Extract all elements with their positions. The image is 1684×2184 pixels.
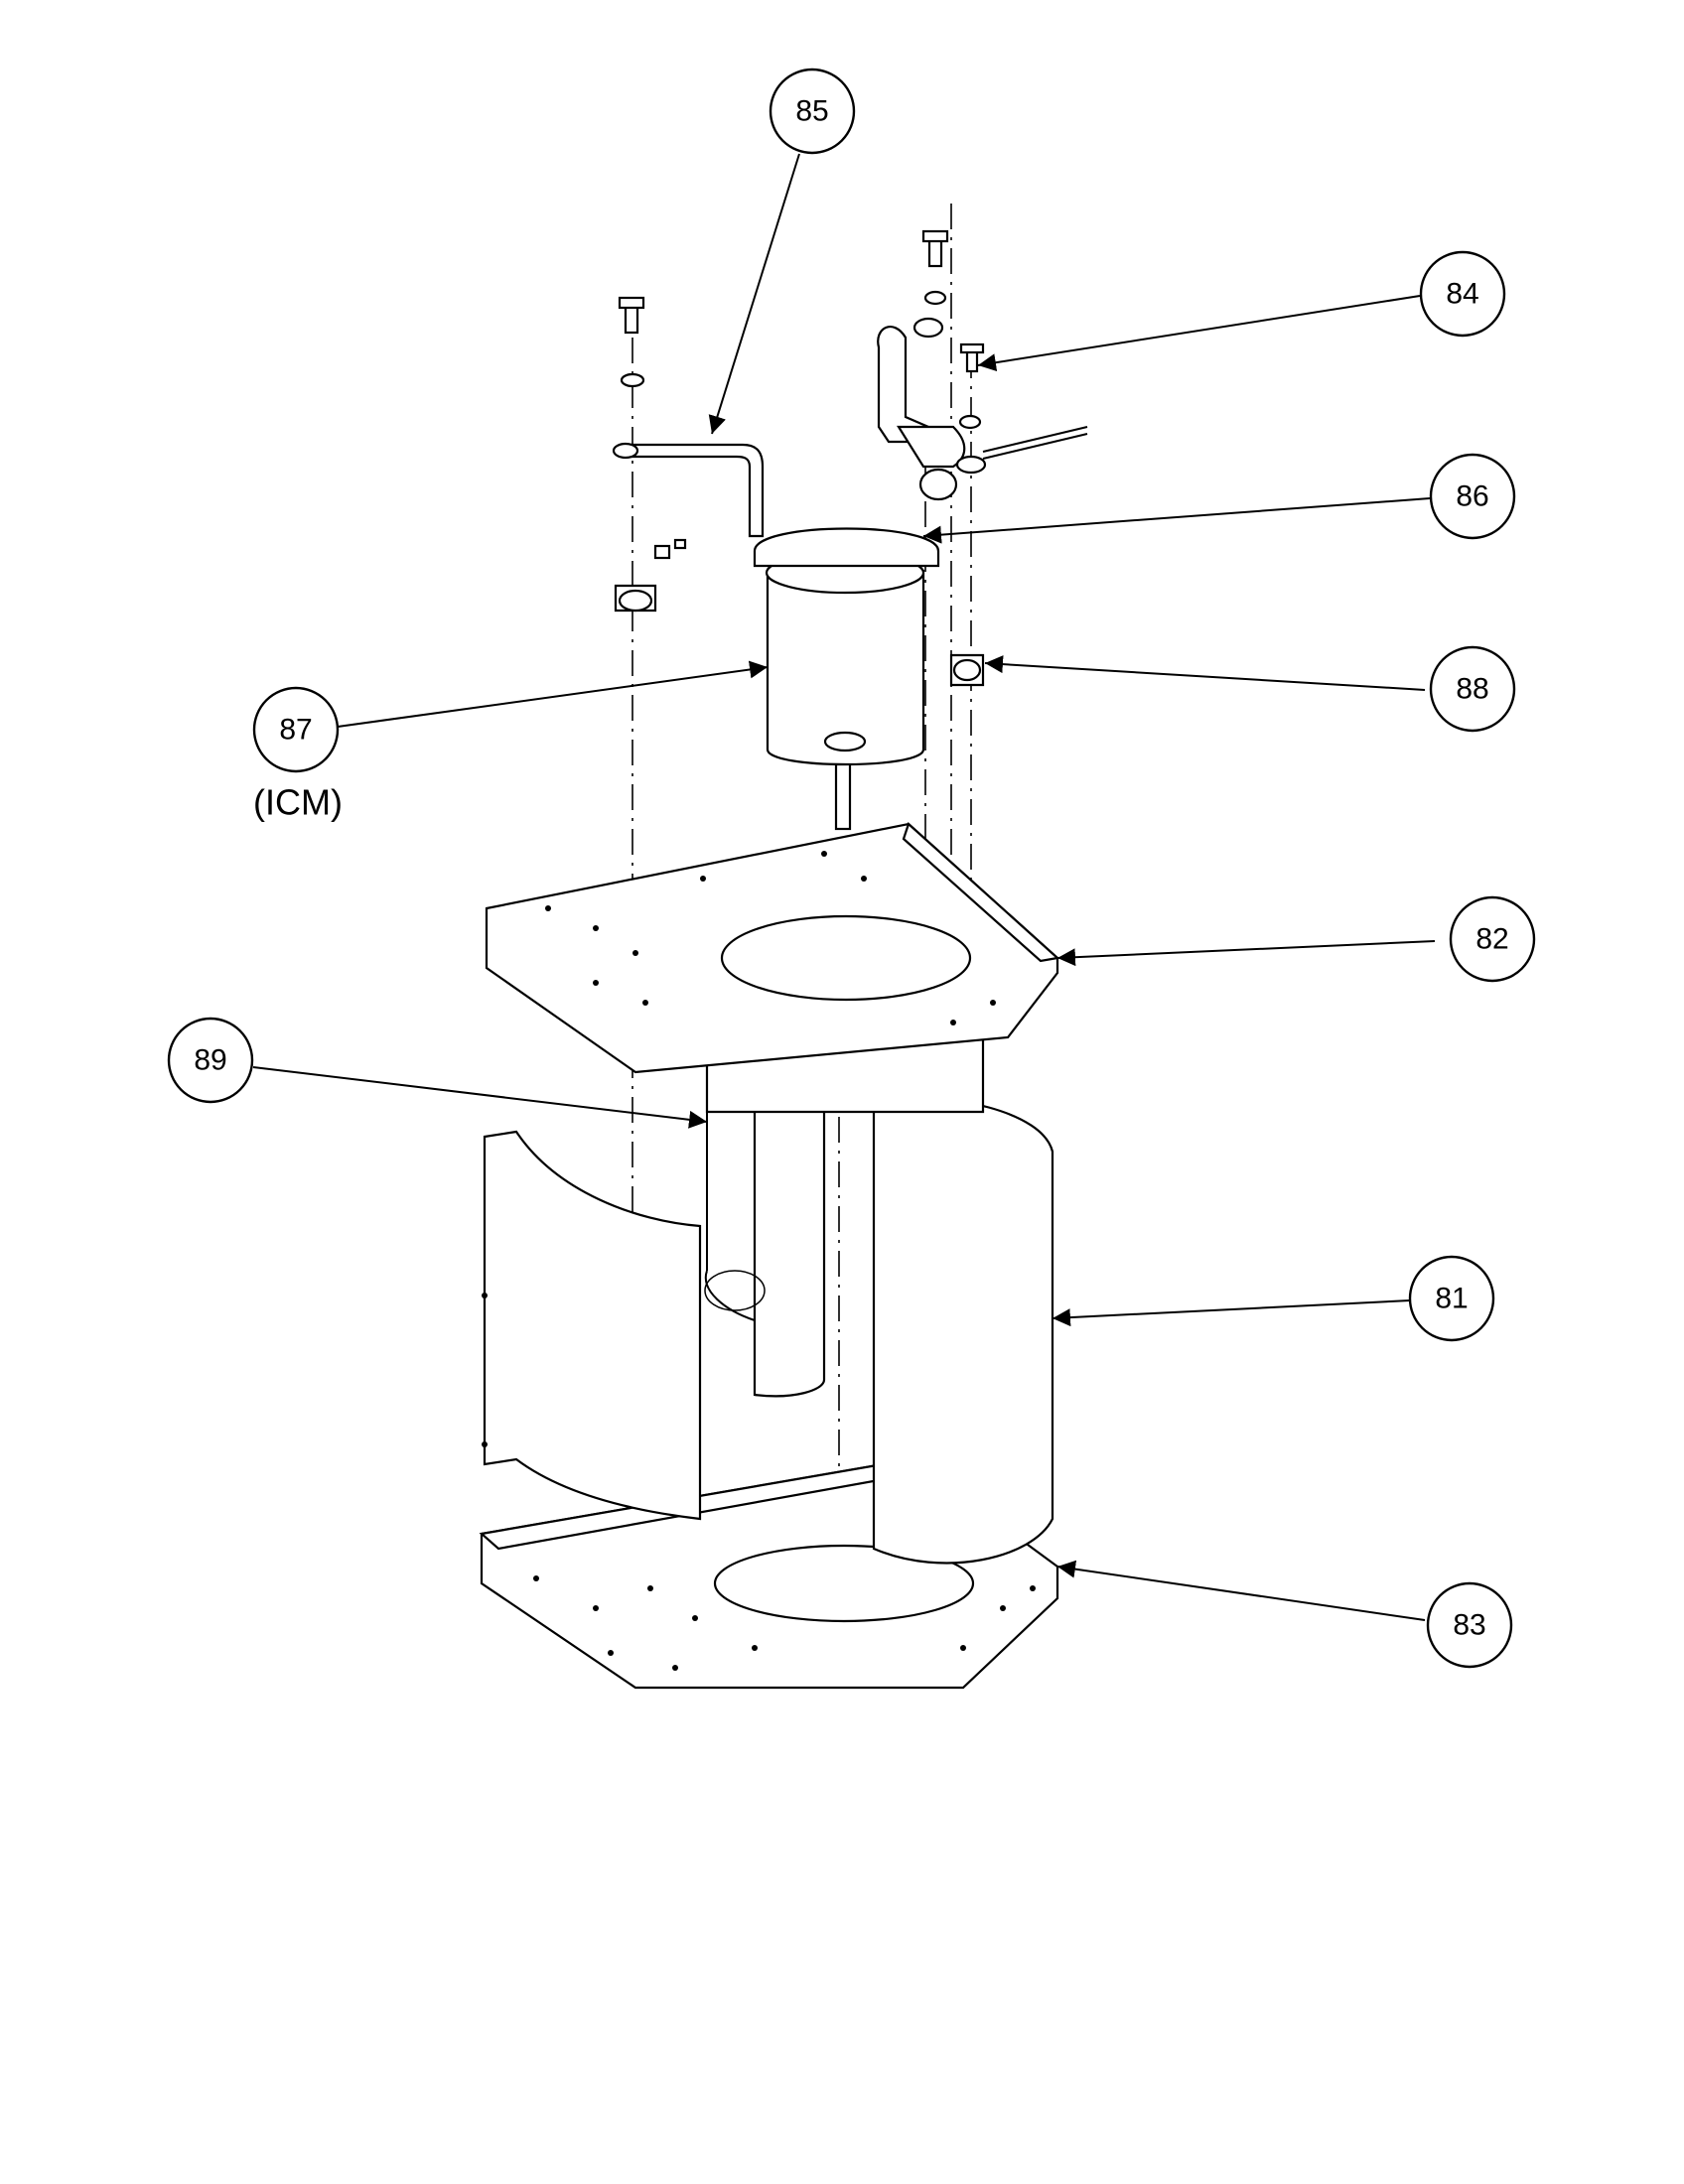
callout-85: 85	[769, 68, 856, 155]
callout-83-label: 83	[1453, 1609, 1485, 1642]
callout-86: 86	[1429, 453, 1516, 540]
callout-87-label: 87	[279, 714, 312, 747]
callout-85-label: 85	[795, 95, 828, 128]
callout-82-label: 82	[1475, 923, 1508, 956]
motor-mount-band	[612, 317, 1088, 538]
callout-84-label: 84	[1446, 278, 1478, 311]
leader-lines	[252, 153, 1436, 1621]
icm-note: (ICM)	[253, 782, 343, 823]
blower-housing	[482, 1055, 1054, 1565]
callout-87: 87	[252, 686, 340, 773]
callout-81: 81	[1408, 1255, 1495, 1342]
callout-84: 84	[1419, 250, 1506, 338]
callout-88-label: 88	[1456, 673, 1488, 706]
mounting-hardware	[614, 229, 985, 687]
callout-83: 83	[1426, 1581, 1513, 1669]
callout-88: 88	[1429, 645, 1516, 733]
callout-82: 82	[1449, 895, 1536, 983]
callout-89-label: 89	[194, 1044, 226, 1077]
motor	[753, 527, 940, 831]
callout-86-label: 86	[1456, 480, 1488, 513]
top-housing-plate	[485, 822, 1060, 1074]
callout-89: 89	[167, 1017, 254, 1104]
callout-81-label: 81	[1435, 1283, 1468, 1315]
